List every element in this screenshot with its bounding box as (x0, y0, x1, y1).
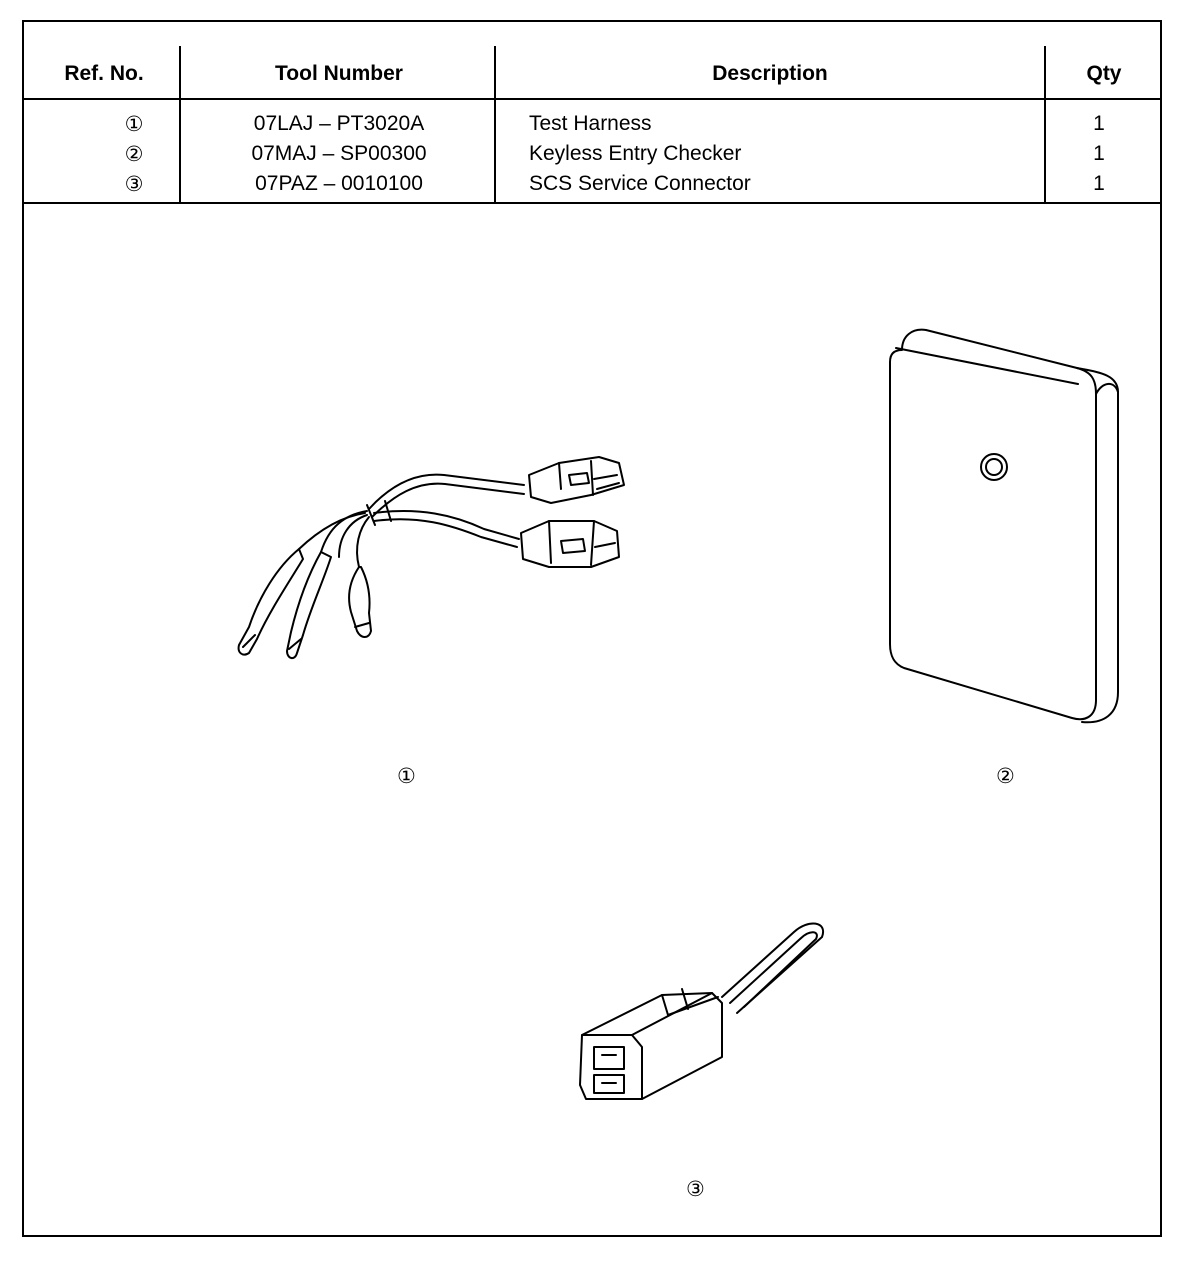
figure-label-3: ③ (686, 1178, 705, 1201)
header-ref-no: Ref. No. (64, 62, 144, 85)
scs-service-connector-illustration (579, 922, 825, 1100)
column-divider (1044, 46, 1046, 204)
quantity: 1 (1093, 142, 1105, 165)
column-divider (179, 46, 181, 204)
tool-number: 07PAZ – 0010100 (255, 172, 423, 195)
description: Keyless Entry Checker (529, 142, 742, 165)
quantity: 1 (1093, 172, 1105, 195)
table-header: Ref. No. Tool Number Description Qty (24, 22, 1160, 100)
quantity: 1 (1093, 112, 1105, 135)
header-description: Description (712, 62, 828, 85)
header-qty: Qty (1086, 62, 1122, 85)
figure-label-2: ② (996, 765, 1015, 788)
description: SCS Service Connector (529, 172, 751, 195)
table-row: ② 07MAJ – SP00300 Keyless Entry Checker … (24, 142, 1160, 172)
ref-number: ③ (124, 173, 144, 196)
table-row: ① 07LAJ – PT3020A Test Harness 1 (24, 112, 1160, 142)
ref-number: ② (124, 143, 144, 166)
tool-number: 07MAJ – SP00300 (251, 142, 427, 165)
keyless-entry-checker-illustration (889, 328, 1119, 724)
table-row: ③ 07PAZ – 0010100 SCS Service Connector … (24, 172, 1160, 202)
page-frame: Ref. No. Tool Number Description Qty ① 0… (22, 20, 1162, 1237)
tool-number: 07LAJ – PT3020A (253, 112, 425, 135)
description: Test Harness (529, 112, 652, 135)
figure-label-1: ① (397, 765, 416, 788)
test-harness-illustration (237, 456, 625, 659)
column-divider (494, 46, 496, 204)
table-body: ① 07LAJ – PT3020A Test Harness 1 ② 07MAJ… (24, 100, 1160, 204)
ref-number: ① (124, 113, 144, 136)
header-tool-number: Tool Number (275, 62, 403, 85)
